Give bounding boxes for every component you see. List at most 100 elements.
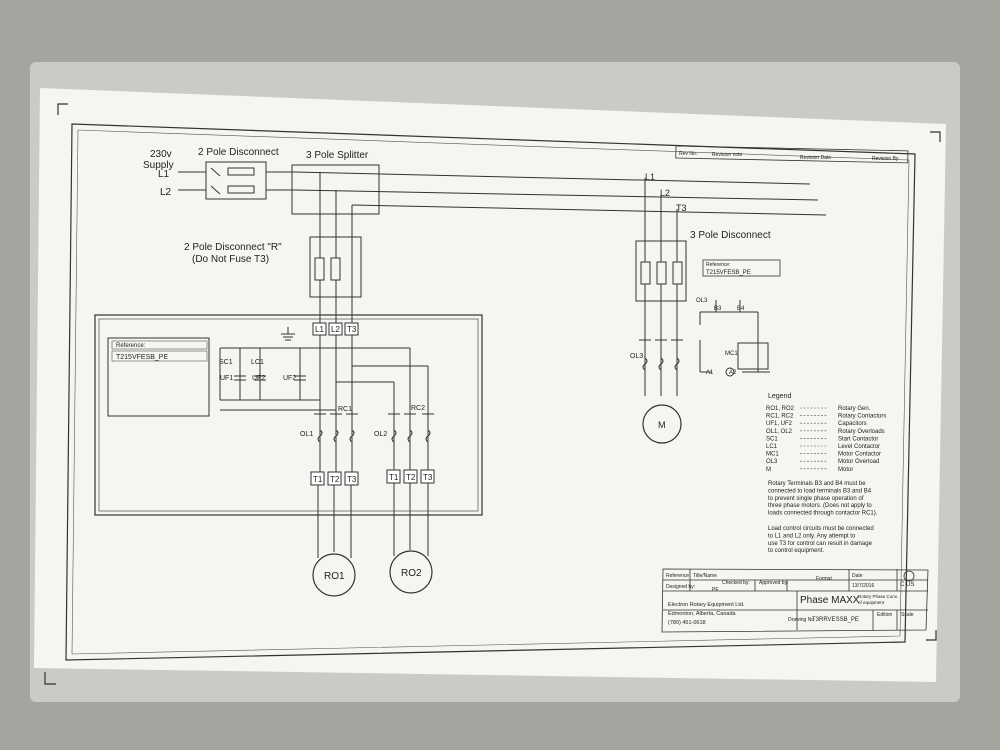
tb-drawing-no-label: Drawing No bbox=[788, 617, 814, 623]
tb-scale: Scale bbox=[901, 612, 914, 618]
legend-code: OL1, OL2 bbox=[766, 429, 793, 435]
two-pole-r-title: 2 Pole Disconnect "R" bbox=[184, 242, 282, 253]
legend-code: OL3 bbox=[766, 459, 778, 465]
legend-desc: Start Contactor bbox=[838, 436, 878, 442]
bus-labels: L1 L2 T3 bbox=[645, 172, 687, 213]
inner-border bbox=[71, 129, 910, 655]
note-line: three phase motors. (Does not apply to bbox=[768, 503, 872, 509]
reference-box: Reference: T215VFESB_PE bbox=[107, 337, 210, 417]
right-ref-value: T215VFESB_PE bbox=[706, 270, 751, 276]
terminal-b1-t3: T3 bbox=[347, 475, 357, 484]
terminal-b2-t3: T3 bbox=[423, 473, 433, 482]
terminal-strip-top: L1 L2 T3 bbox=[312, 322, 359, 336]
two-pole-disconnect bbox=[205, 161, 267, 200]
tb-reference: Reference bbox=[666, 573, 689, 579]
legend-desc: Motor bbox=[838, 467, 853, 473]
legend-title: Legend bbox=[768, 393, 791, 400]
note-rotary-terminals: Rotary Terminals B3 and B4 must beconnec… bbox=[768, 481, 878, 517]
tb-drawing-no: T3RRVESSB_PE bbox=[812, 617, 859, 623]
tb-date: 13/7/2016 bbox=[852, 583, 874, 589]
legend-code: RC1, RC2 bbox=[766, 414, 794, 420]
tb-format: Format bbox=[816, 576, 832, 582]
right-ref-label: Reference: bbox=[706, 262, 730, 268]
tb-designer: PE bbox=[712, 587, 719, 593]
note-load-control: Load control circuits must be connectedt… bbox=[768, 526, 874, 554]
title-block-text: Reference Title/Name Designed by: PE Che… bbox=[666, 573, 914, 626]
supply-l1: L1 bbox=[158, 169, 170, 180]
ol3-ctrl-label: OL3 bbox=[696, 298, 708, 304]
note-line: connected to load terminals B3 and B4 bbox=[768, 488, 872, 494]
bus-l1-label: L1 bbox=[645, 172, 655, 182]
note-line: loads connected through contactor RC1). bbox=[768, 511, 878, 517]
ro2-label: RO2 bbox=[401, 568, 422, 579]
tb-brand: Phase MAXX bbox=[800, 595, 860, 606]
note-line: Load control circuits must be connected bbox=[768, 526, 874, 532]
tb-title-name: Title/Name bbox=[693, 573, 717, 579]
capacitor-bank bbox=[234, 375, 306, 381]
cap-label-lc1: LC1 bbox=[251, 359, 264, 366]
reference-label: Reference: bbox=[116, 343, 146, 349]
rotary-enclosure bbox=[94, 314, 483, 516]
legend-desc: Motor Contactor bbox=[838, 452, 881, 458]
note-line: to L1 and L2 only. Any attempt to bbox=[768, 533, 856, 539]
rc1-label: RC1 bbox=[338, 406, 352, 413]
supply-l2: L2 bbox=[160, 187, 172, 198]
main-bus bbox=[294, 171, 827, 216]
rotary-gen-ro2 bbox=[389, 550, 433, 594]
ol1-label: OL1 bbox=[300, 431, 313, 438]
paper-sheet bbox=[34, 88, 946, 682]
mc1-label: MC1 bbox=[725, 351, 738, 357]
right-reference-box: Reference: T215VFESB_PE bbox=[702, 259, 781, 277]
crop-marks bbox=[44, 103, 941, 685]
do-not-fuse-note: (Do Not Fuse T3) bbox=[192, 254, 269, 265]
rc2-label: RC2 bbox=[411, 405, 425, 412]
legend-code: RO1, RO2 bbox=[766, 406, 795, 412]
supply-wires bbox=[178, 171, 295, 191]
legend-code: UF1, UF2 bbox=[766, 421, 793, 427]
tb-brand-sub2: of equipment bbox=[858, 600, 885, 605]
rotary-leads bbox=[317, 483, 429, 558]
rev-date-label: Revision Date bbox=[800, 155, 831, 161]
terminal-b1-t2: T2 bbox=[330, 475, 340, 484]
tb-brand-sub: Rotary Phase Conv. bbox=[858, 594, 898, 599]
supply-label: Supply bbox=[143, 160, 174, 171]
legend-code: M bbox=[766, 467, 771, 473]
capacitor-labels: SC1 LC1 UF1 UF2 UF2 bbox=[219, 359, 296, 382]
b3-label: B3 bbox=[714, 306, 722, 312]
supply-block: 230v Supply L1 L2 bbox=[143, 149, 174, 198]
two-pole-r-disconnect bbox=[309, 236, 362, 298]
legend-desc: Capacitors bbox=[838, 421, 867, 427]
a1-label: A1 bbox=[706, 370, 714, 376]
legend-code: LC1 bbox=[766, 444, 778, 450]
motor-m bbox=[642, 404, 682, 444]
tb-csa: C US bbox=[900, 582, 914, 588]
drawing-border bbox=[65, 123, 916, 661]
title-block bbox=[661, 568, 929, 633]
overload-ol3 bbox=[642, 357, 680, 371]
two-pole-disconnect-title: 2 Pole Disconnect bbox=[198, 147, 279, 158]
tb-edition: Edition bbox=[877, 612, 893, 618]
terminal-strip-bottom-2: T1 T2 T3 bbox=[386, 469, 435, 484]
terminal-strip-bottom-1: T1 T2 T3 bbox=[310, 471, 359, 486]
terminal-b1-t1: T1 bbox=[313, 475, 323, 484]
legend-desc: Motor Overload bbox=[838, 459, 879, 465]
terminal-b2-t1: T1 bbox=[389, 473, 399, 482]
supply-voltage: 230v bbox=[150, 149, 172, 160]
note-line: use T3 for control can result in damage bbox=[768, 541, 873, 547]
control-circuit bbox=[699, 300, 770, 377]
terminal-t3: T3 bbox=[347, 325, 357, 334]
revision-table: Rev No. Revision note Revision Date Revi… bbox=[675, 145, 909, 164]
bus-t3-label: T3 bbox=[676, 203, 687, 213]
cap-label-uf2b: UF2 bbox=[283, 375, 296, 382]
three-pole-disconnect-title: 3 Pole Disconnect bbox=[690, 230, 771, 241]
overload-ol2 bbox=[391, 429, 431, 443]
tb-city: Edmonton, Alberta, Canada bbox=[668, 611, 737, 617]
cap-label-sc1: SC1 bbox=[219, 359, 233, 366]
tb-company: Electron Rotary Equipment Ltd. bbox=[668, 602, 745, 608]
ground-symbol bbox=[281, 327, 295, 341]
ol3-label: OL3 bbox=[630, 353, 643, 360]
panel-wiring bbox=[219, 335, 429, 472]
legend-desc: Rotary Contactors bbox=[838, 414, 886, 420]
